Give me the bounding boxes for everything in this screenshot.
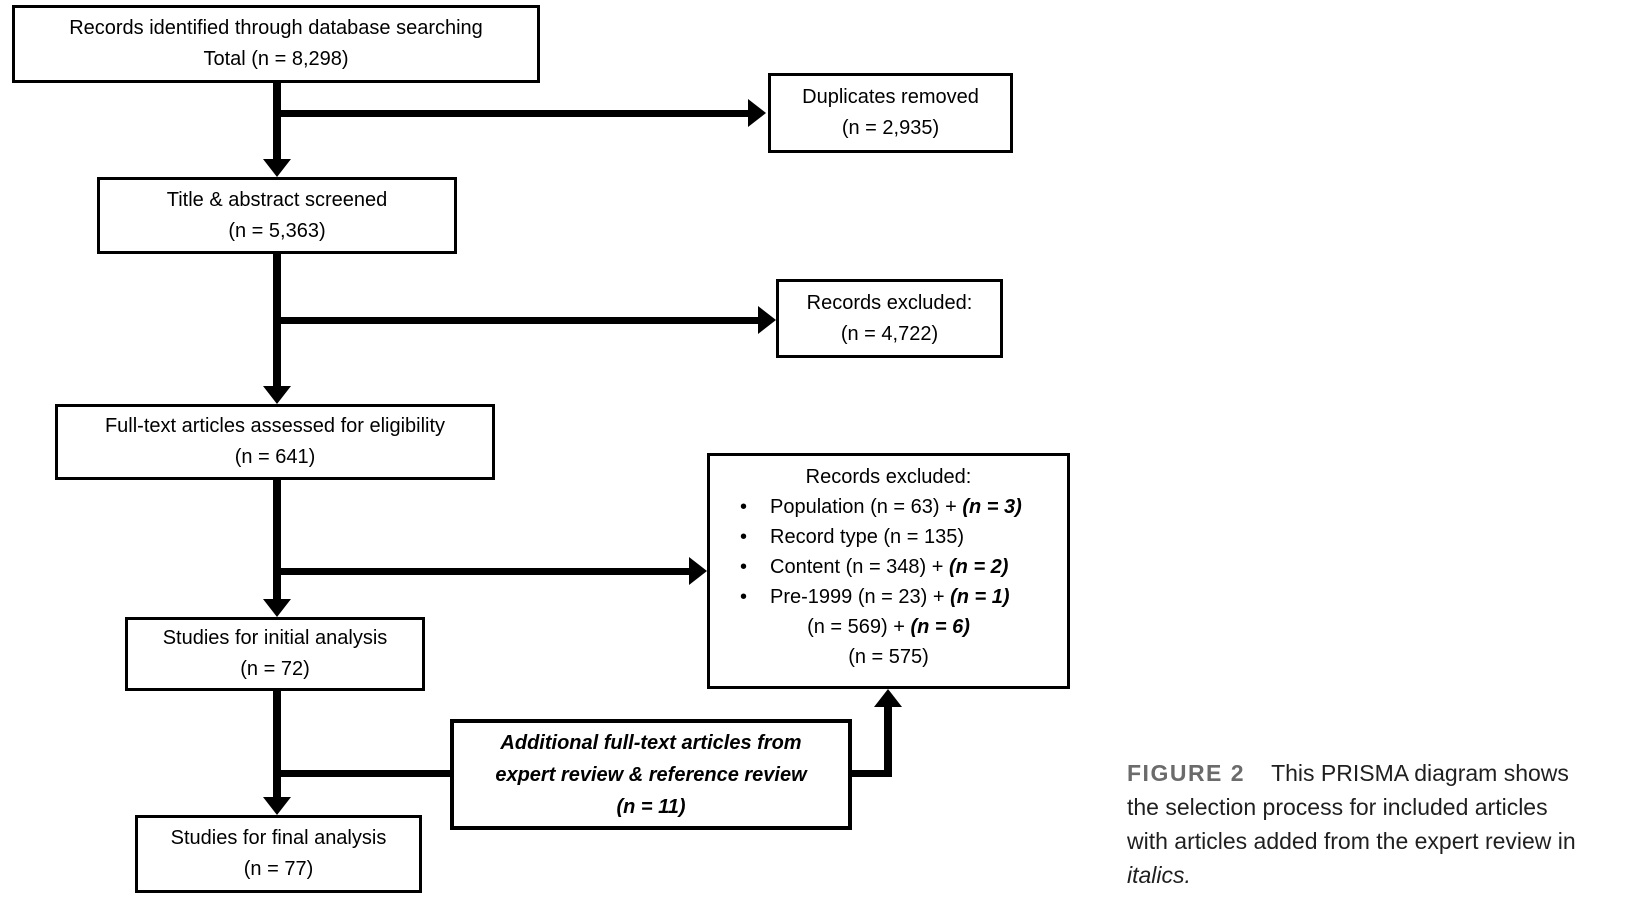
arrow-line-to-duplicates xyxy=(277,110,748,117)
box-text-line: (n = 5,363) xyxy=(228,219,326,242)
box-records-identified: Records identified through database sear… xyxy=(12,5,540,83)
bullet-icon: • xyxy=(740,526,748,548)
box-text-line: Duplicates removed xyxy=(802,86,979,108)
arrowhead-up-icon xyxy=(874,689,902,707)
caption-line-3: with articles added from the expert revi… xyxy=(1127,828,1576,854)
bullet-text: Pre-1999 (n = 23) + xyxy=(770,586,951,608)
bullet-text: Population (n = 63) + xyxy=(770,496,963,518)
arrowhead-right-icon xyxy=(748,99,766,127)
arrow-line-fulltext-to-initial xyxy=(273,480,281,599)
bullet-icon: • xyxy=(740,556,748,578)
box-text-line: (n = 4,722) xyxy=(840,322,939,345)
excluded-bullet-item: • Population (n = 63) + (n = 3) xyxy=(718,492,1059,522)
box-text-line: Total (n = 8,298) xyxy=(203,48,349,70)
arrow-line-initial-to-final xyxy=(273,691,281,797)
box-duplicates-removed: Duplicates removed (n = 2,935) xyxy=(768,73,1013,153)
bullet-text: Record type (n = 135) xyxy=(770,526,964,548)
box-text-line: Full-text articles assessed for eligibil… xyxy=(104,415,446,437)
excluded-subtotal: (n = 569) + (n = 6) xyxy=(718,612,1059,642)
caption-line-2: the selection process for included artic… xyxy=(1127,794,1548,820)
box-text-line: (n = 11) xyxy=(616,795,686,818)
arrowhead-down-icon xyxy=(263,599,291,617)
arrowhead-right-icon xyxy=(758,306,776,334)
box-text-line: (n = 641) xyxy=(234,446,316,468)
arrowhead-right-icon xyxy=(689,557,707,585)
connector-line-additional-to-spine xyxy=(277,770,450,777)
arrowhead-down-icon xyxy=(263,159,291,177)
excluded-bullet-item: • Pre-1999 (n = 23) + (n = 1) xyxy=(718,582,1059,612)
arrow-line-identified-to-screened xyxy=(273,83,281,159)
bullet-added-italic: (n = 2) xyxy=(949,556,1009,578)
box-text-line: Studies for final analysis xyxy=(170,827,387,849)
figure-caption: FIGURE 2 This PRISMA diagram shows the se… xyxy=(1127,756,1619,892)
box-text-line: Records excluded: xyxy=(806,291,973,314)
box-text-line: Title & abstract screened xyxy=(166,188,388,211)
box-text-line: Studies for initial analysis xyxy=(162,627,388,649)
excluded-bullet-item: • Record type (n = 135) xyxy=(718,522,1059,552)
bullet-added-italic: (n = 3) xyxy=(962,496,1022,518)
bullet-icon: • xyxy=(740,586,748,608)
arrowhead-down-icon xyxy=(263,386,291,404)
box-final-analysis: Studies for final analysis (n = 77) xyxy=(135,815,422,893)
figure-caption-label: FIGURE 2 xyxy=(1127,760,1246,786)
caption-line-1: This PRISMA diagram shows xyxy=(1271,760,1569,786)
box-records-excluded-fulltext: Records excluded: • Population (n = 63) +… xyxy=(707,453,1070,689)
box-fulltext-assessed: Full-text articles assessed for eligibil… xyxy=(55,404,495,480)
caption-line-4-italic: italics. xyxy=(1127,862,1191,888)
bullet-text: Content (n = 348) + xyxy=(770,556,950,578)
excluded-total: (n = 575) xyxy=(848,646,929,668)
arrow-line-to-excluded-screening xyxy=(277,317,758,324)
box-records-excluded-screening: Records excluded: (n = 4,722) xyxy=(776,279,1003,358)
box-text-line: (n = 72) xyxy=(240,658,310,680)
connector-line-additional-elbow xyxy=(849,770,892,777)
box-additional-articles: Additional full-text articles from exper… xyxy=(450,719,852,830)
arrow-line-additional-to-excluded xyxy=(884,703,892,777)
arrow-line-to-excluded-fulltext xyxy=(277,568,689,575)
subtotal-added-italic: (n = 6) xyxy=(910,616,970,638)
subtotal-text: (n = 569) + xyxy=(807,616,911,638)
box-initial-analysis: Studies for initial analysis (n = 72) xyxy=(125,617,425,691)
box-title-abstract-screened: Title & abstract screened (n = 5,363) xyxy=(97,177,457,254)
excluded-bullet-item: • Content (n = 348) + (n = 2) xyxy=(718,552,1059,582)
bullet-added-italic: (n = 1) xyxy=(950,586,1010,608)
box-text-line: expert review & reference review xyxy=(495,763,807,786)
box-text-line: (n = 77) xyxy=(243,858,314,880)
box-text-line: Records identified through database sear… xyxy=(69,17,483,39)
arrowhead-down-icon xyxy=(263,797,291,815)
box-text-line: Additional full-text articles from xyxy=(500,731,802,754)
bullet-icon: • xyxy=(740,496,748,518)
excluded-title: Records excluded: xyxy=(805,466,972,488)
box-text-line: (n = 2,935) xyxy=(841,117,940,139)
